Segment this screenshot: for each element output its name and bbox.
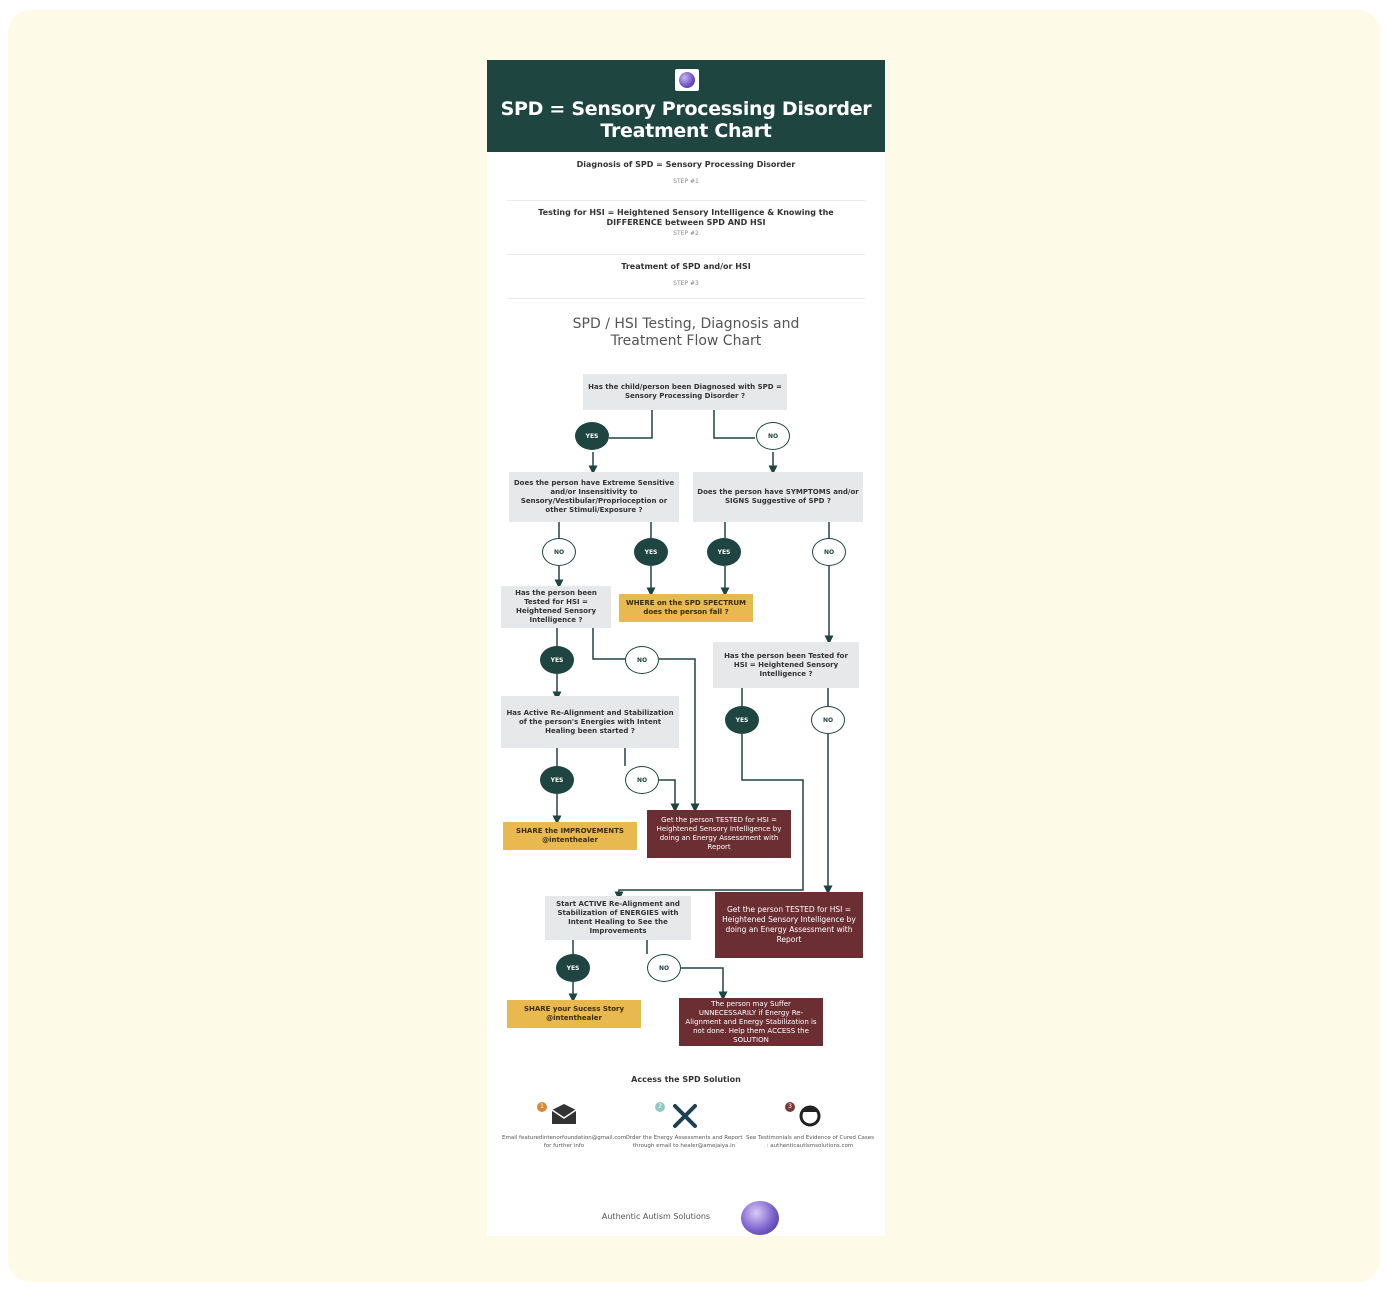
node-tested-hsi-question-right: Has the person been Tested for HSI = Hei… — [713, 642, 859, 688]
step-number-badge: 2 — [655, 1102, 665, 1112]
node-get-tested-right: Get the person TESTED for HSI = Heighten… — [715, 892, 863, 958]
yes-circle: YES — [556, 954, 590, 982]
step-2-title: Testing for HSI = Heightened Sensory Int… — [538, 208, 834, 227]
node-share-success-story: SHARE your Sucess Story @intenthealer — [507, 1000, 641, 1028]
step-3-title: Treatment of SPD and/or HSI — [621, 262, 751, 271]
step-number-badge: 1 — [537, 1102, 547, 1112]
title-line-1: SPD = Sensory Processing Disorder — [500, 98, 872, 120]
node-get-tested-left: Get the person TESTED for HSI = Heighten… — [647, 810, 791, 858]
tools-icon — [673, 1104, 697, 1128]
node-start-active-realignment: Start ACTIVE Re-Alignment and Stabilizat… — [545, 896, 691, 940]
footer-brand-text: Authentic Autism Solutions — [601, 1212, 711, 1221]
step-2-label: STEP #2 — [673, 230, 699, 237]
node-spd-spectrum: WHERE on the SPD SPECTRUM does the perso… — [619, 594, 753, 622]
access-item-testimonials: 3 See Testimonials and Evidence of Cured… — [745, 1100, 875, 1150]
access-solution-title: Access the SPD Solution — [631, 1075, 741, 1084]
node-realignment-started-question: Has Active Re-Alignment and Stabilizatio… — [501, 696, 679, 748]
yes-circle: YES — [634, 538, 668, 566]
infographic-poster: SPD = Sensory Processing Disorder Treatm… — [487, 60, 885, 1236]
node-extreme-sensitivity-question: Does the person have Extreme Sensitive a… — [509, 472, 679, 522]
email-icon — [551, 1104, 577, 1124]
step-3: Treatment of SPD and/or HSI STEP #3 — [507, 262, 865, 299]
node-symptoms-question: Does the person have SYMPTOMS and/or SIG… — [693, 472, 863, 522]
title-line-2: Treatment Chart — [600, 120, 772, 142]
access-item-order: 2 Order the Energy Assessments and Repor… — [619, 1100, 749, 1150]
yes-circle: YES — [540, 766, 574, 794]
poster-header: SPD = Sensory Processing Disorder Treatm… — [487, 60, 885, 152]
no-circle: NO — [542, 538, 576, 566]
yes-circle: YES — [725, 706, 759, 734]
access-item-email: 1 Email featuredintenorfoundation@gmail.… — [499, 1100, 629, 1150]
no-circle: NO — [811, 706, 845, 734]
access-item-text: See Testimonials and Evidence of Cured C… — [746, 1135, 874, 1149]
flow-chart-title: SPD / HSI Testing, Diagnosis and Treatme… — [572, 316, 800, 349]
node-tested-hsi-question-left: Has the person been Tested for HSI = Hei… — [501, 586, 611, 628]
node-share-improvements: SHARE the IMPROVEMENTS @intenthealer — [503, 822, 637, 850]
step-1-label: STEP #1 — [673, 178, 699, 185]
access-item-text: Order the Energy Assessments and Report … — [625, 1135, 743, 1149]
no-circle: NO — [812, 538, 846, 566]
no-circle: NO — [625, 646, 659, 674]
yes-circle: YES — [540, 646, 574, 674]
step-number-badge: 3 — [785, 1102, 795, 1112]
no-circle: NO — [756, 422, 790, 450]
node-diagnosed-question: Has the child/person been Diagnosed with… — [583, 374, 787, 410]
no-circle: NO — [647, 954, 681, 982]
no-circle: NO — [625, 766, 659, 794]
connector-lines — [552, 410, 834, 1003]
person-icon — [799, 1105, 821, 1127]
step-1: Diagnosis of SPD = Sensory Processing Di… — [507, 160, 865, 201]
poster-title: SPD = Sensory Processing Disorder Treatm… — [487, 98, 885, 142]
step-3-label: STEP #3 — [673, 280, 699, 287]
yes-circle: YES — [707, 538, 741, 566]
footer-logo-icon — [741, 1201, 779, 1235]
access-item-text: Email featuredintenorfoundation@gmail.co… — [502, 1135, 626, 1149]
step-1-title: Diagnosis of SPD = Sensory Processing Di… — [576, 160, 796, 169]
yes-circle: YES — [575, 422, 609, 450]
node-suffer-warning: The person may Suffer UNNECESSARILY if E… — [679, 998, 823, 1046]
step-2: Testing for HSI = Heightened Sensory Int… — [507, 208, 865, 255]
brand-logo-icon — [675, 69, 699, 91]
